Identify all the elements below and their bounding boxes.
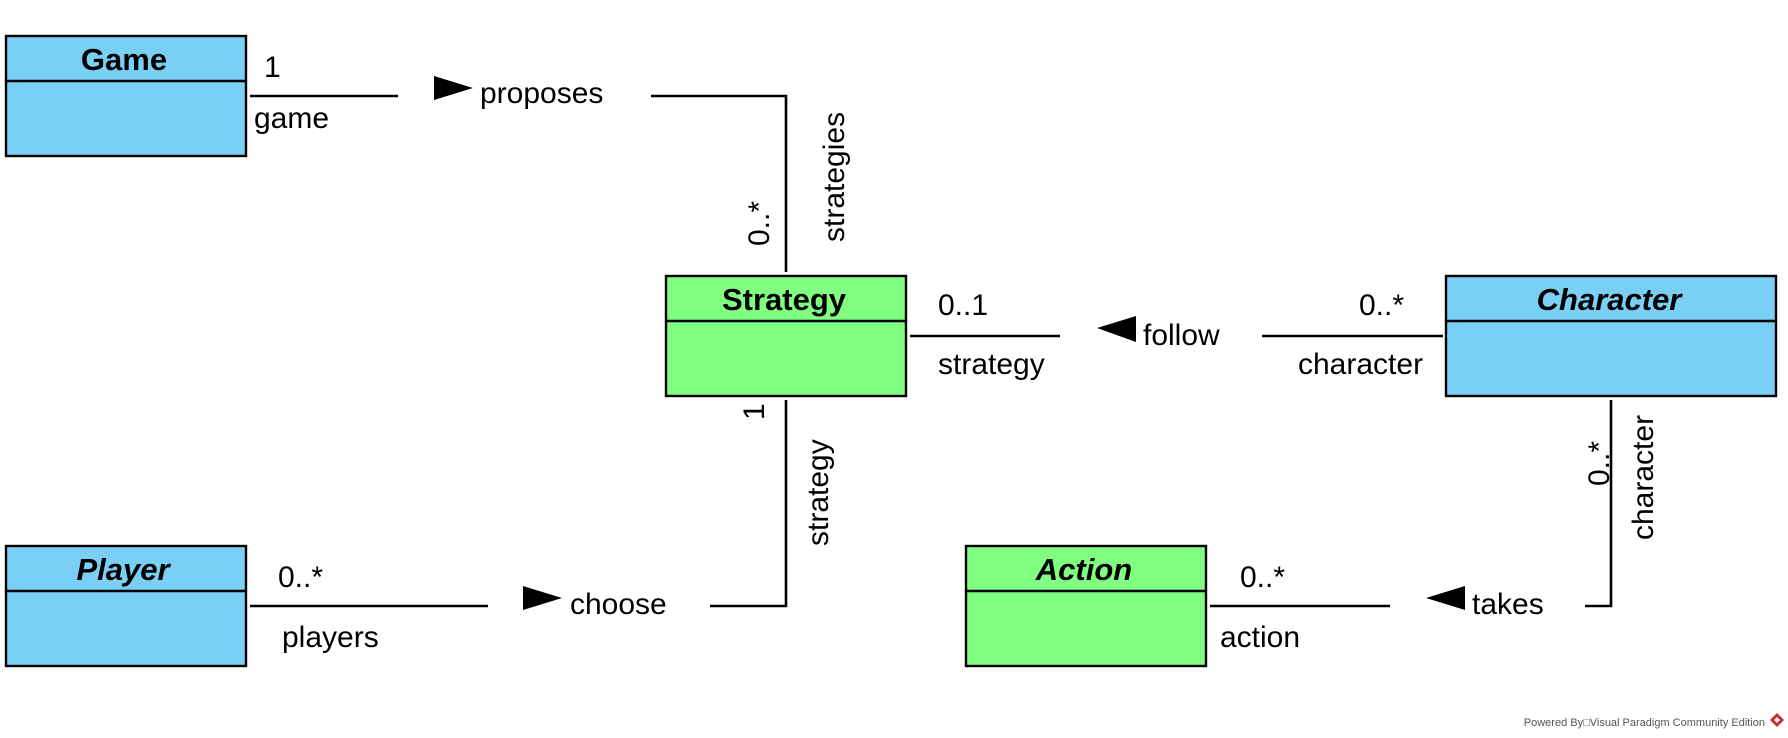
association-takes-direction-left-triangle-icon: [1426, 586, 1465, 610]
association-choose[interactable]: choose 0..* players 1 strategy: [250, 400, 835, 654]
association-takes-from-multiplicity: 0..*: [1240, 561, 1285, 594]
class-action[interactable]: Action: [964, 544, 1208, 668]
class-character-box: [1444, 274, 1778, 398]
association-follow-to-multiplicity: 0..*: [1359, 289, 1404, 322]
association-follow[interactable]: follow 0..1 strategy 0..* character: [910, 289, 1443, 381]
class-action-box: [964, 544, 1208, 668]
association-proposes-direction-right-triangle-icon: [434, 76, 473, 100]
class-player[interactable]: Player: [4, 544, 248, 668]
association-proposes-name: proposes: [480, 77, 603, 110]
class-action-name: Action: [1035, 552, 1132, 587]
class-character[interactable]: Character: [1444, 274, 1778, 398]
association-proposes-to-multiplicity: 0..*: [743, 201, 776, 246]
class-game-box: [4, 34, 248, 158]
association-takes-line-b: [1585, 400, 1613, 608]
association-follow-direction-left-triangle-icon-visible: [1097, 316, 1136, 342]
class-strategy[interactable]: Strategy: [664, 274, 908, 398]
class-strategy-name: Strategy: [722, 282, 847, 317]
association-takes-to-multiplicity: 0..*: [1583, 441, 1616, 486]
association-choose-from-multiplicity: 0..*: [278, 561, 323, 594]
association-proposes-to-role: strategies: [818, 112, 851, 242]
watermark-text: Powered By□Visual Paradigm Community Edi…: [1524, 717, 1765, 729]
association-proposes[interactable]: proposes 1 game 0..* strategies: [250, 51, 851, 272]
association-proposes-from-role: game: [254, 102, 329, 135]
class-player-name: Player: [76, 552, 171, 587]
visual-paradigm-logo-icon: [1770, 713, 1784, 727]
watermark: Powered By□Visual Paradigm Community Edi…: [1524, 713, 1784, 729]
association-choose-name: choose: [570, 588, 667, 621]
association-takes-from-role: action: [1220, 621, 1300, 654]
class-game-name: Game: [81, 42, 167, 77]
association-takes-name: takes: [1472, 588, 1544, 621]
association-proposes-from-multiplicity: 1: [264, 51, 281, 84]
class-player-box: [4, 544, 248, 668]
association-choose-from-role: players: [282, 621, 379, 654]
association-choose-line-b: [710, 400, 788, 608]
association-follow-from-role: strategy: [938, 348, 1045, 381]
association-follow-from-multiplicity: 0..1: [938, 289, 988, 322]
association-takes-to-role: character: [1627, 415, 1660, 540]
association-choose-direction-right-triangle-icon: [523, 586, 562, 610]
association-choose-to-multiplicity: 1: [738, 403, 771, 420]
class-game[interactable]: Game: [4, 34, 248, 158]
class-character-name: Character: [1537, 282, 1684, 317]
association-proposes-line-b: [651, 94, 788, 272]
association-follow-name: follow: [1143, 319, 1220, 352]
class-strategy-box: [664, 274, 908, 398]
association-follow-to-role: character: [1298, 348, 1423, 381]
association-takes[interactable]: takes 0..* action 0..* character: [1210, 400, 1660, 654]
association-choose-to-role: strategy: [802, 439, 835, 546]
